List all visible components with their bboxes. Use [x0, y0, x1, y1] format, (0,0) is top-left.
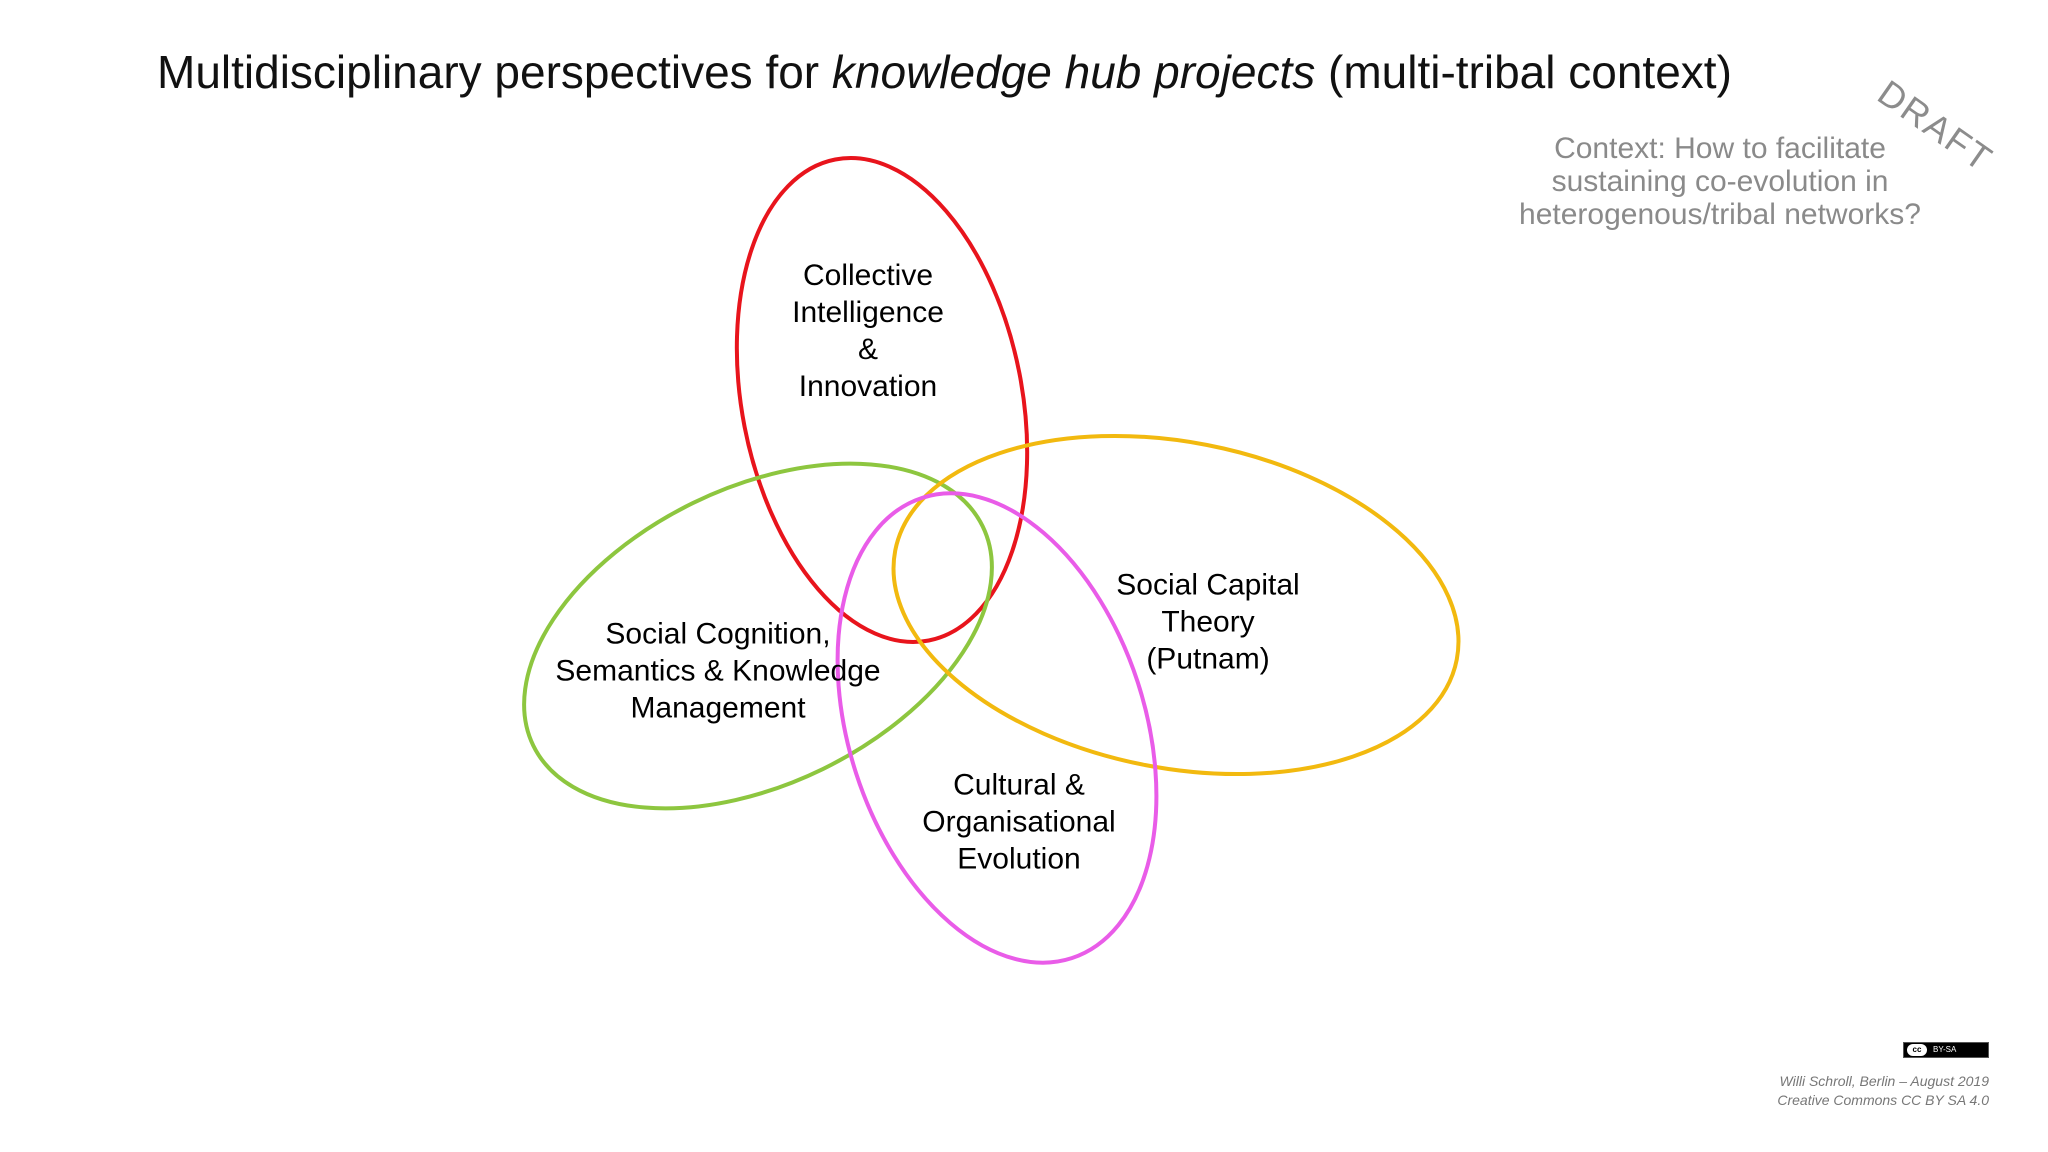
title-prefix: Multidisciplinary perspectives for	[157, 46, 832, 98]
title-emphasis: knowledge hub projects	[831, 46, 1316, 98]
title-suffix: (multi-tribal context)	[1315, 46, 1732, 98]
license-badge: cc BY-SA	[1903, 1042, 1989, 1058]
footer-author: Willi Schroll, Berlin – August 2019	[1779, 1073, 1989, 1089]
creative-commons-icon: cc	[1907, 1044, 1927, 1056]
license-badge-text: BY-SA	[1933, 1045, 1957, 1054]
footer-credit: Willi Schroll, Berlin – August 2019 Crea…	[1777, 1072, 1989, 1110]
label-cultural-evolution: Cultural & Organisational Evolution	[922, 768, 1116, 876]
label-social-capital: Social Capital Theory (Putnam)	[1116, 568, 1300, 676]
context-note: Context: How to facilitate sustaining co…	[1519, 132, 1921, 231]
slide-title: Multidisciplinary perspectives for knowl…	[157, 42, 1732, 102]
ellipse-cultural-evolution	[835, 491, 1159, 965]
ellipse-social-cognition	[522, 461, 994, 811]
ellipse-collective-intelligence	[734, 156, 1030, 644]
label-collective-intelligence: Collective Intelligence & Innovation	[792, 259, 944, 403]
ellipse-social-capital	[891, 433, 1461, 777]
footer-license: Creative Commons CC BY SA 4.0	[1777, 1092, 1989, 1108]
label-social-cognition: Social Cognition, Semantics & Knowledge …	[555, 617, 881, 725]
